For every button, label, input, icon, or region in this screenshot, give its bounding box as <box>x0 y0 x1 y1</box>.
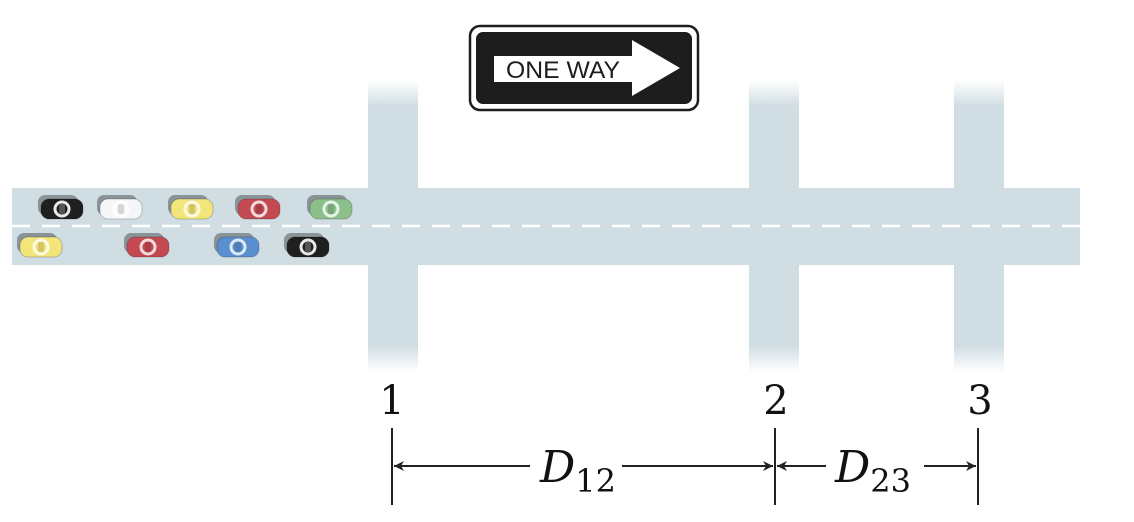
intersection-label-1: 1 <box>379 378 404 424</box>
intersection-label-3: 3 <box>967 378 992 424</box>
car-top-2 <box>97 195 143 220</box>
distance-label-d12: D12 <box>539 442 616 500</box>
one-way-sign: ONE WAY <box>468 24 700 112</box>
intersection-label-2: 2 <box>763 378 788 424</box>
sign-text: ONE WAY <box>506 57 620 84</box>
right-arrow-icon <box>494 40 680 96</box>
car-top-3 <box>168 195 214 220</box>
car-bottom-1 <box>17 233 63 258</box>
car-bottom-2 <box>124 233 170 258</box>
car-top-5 <box>307 195 353 220</box>
car-top-1 <box>38 195 84 220</box>
car-bottom-4 <box>284 233 330 258</box>
car-queue <box>17 195 353 258</box>
car-top-4 <box>235 195 281 220</box>
car-bottom-3 <box>214 233 260 258</box>
distance-label-d23: D23 <box>834 442 911 500</box>
